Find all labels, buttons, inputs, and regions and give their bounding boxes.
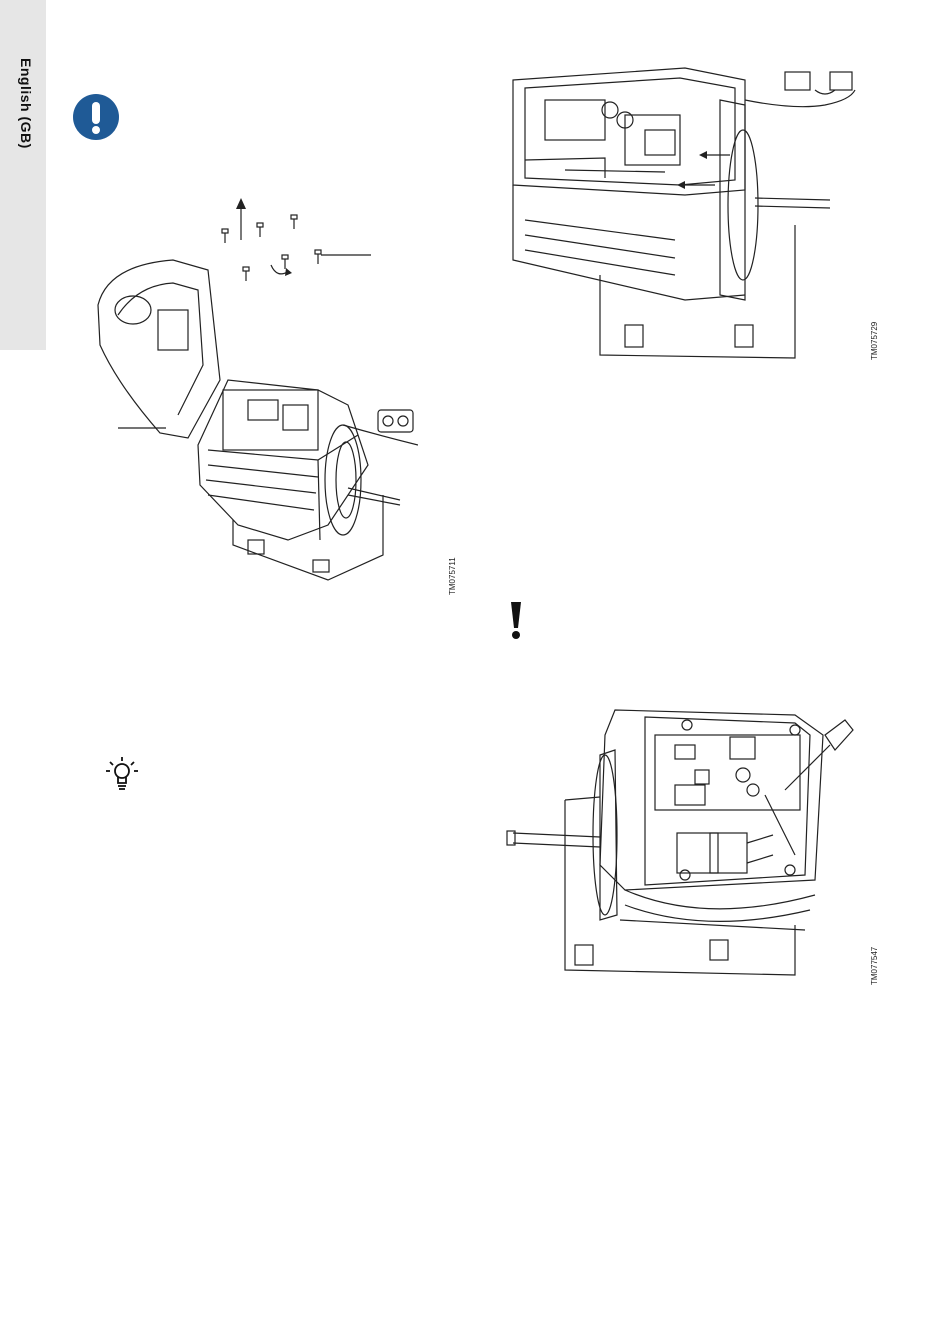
language-tab: English (GB): [0, 0, 46, 350]
screw-icon: [222, 215, 321, 281]
figure-id: TM075711: [448, 557, 457, 595]
exclamation-circle-icon: [72, 93, 120, 141]
figure-terminal-box-screwdriver: TM077547: [505, 705, 855, 985]
exclamation-mark-icon: [506, 600, 526, 642]
language-tab-label: English (GB): [18, 58, 34, 149]
figure-cover-removal: TM075711: [88, 195, 418, 595]
figure-id: TM077547: [870, 947, 879, 985]
figure-terminal-box-open: TM075729: [505, 60, 865, 365]
figure-id: TM075729: [870, 322, 879, 360]
lightbulb-icon: [102, 753, 142, 793]
